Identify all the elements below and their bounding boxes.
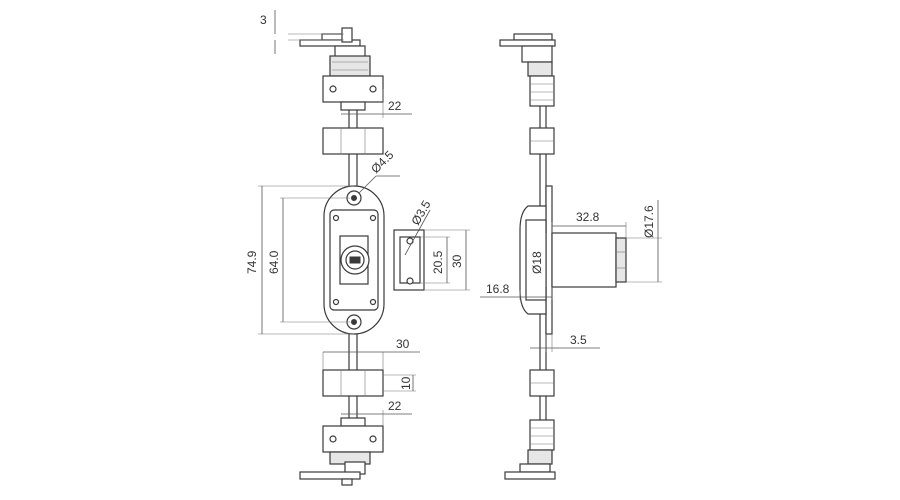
side-cylinder xyxy=(551,232,627,288)
side-view: 32.8 Ø17.6 Ø18 16.8 3.5 xyxy=(480,33,662,480)
front-keeper xyxy=(393,229,425,291)
dim-housing-dia-label: Ø18 xyxy=(530,251,544,274)
front-guide-3 xyxy=(322,369,384,397)
dim-guide-length: 30 xyxy=(322,337,420,370)
dim-guide-height-label: 10 xyxy=(399,376,413,390)
dim-guide-width-bottom-label: 22 xyxy=(388,399,402,413)
dim-guide-width-top-label: 22 xyxy=(388,99,402,113)
dim-projection-label: 16.8 xyxy=(486,282,510,296)
dim-body-height-label: 64.0 xyxy=(267,250,281,274)
side-guide-2 xyxy=(529,127,555,155)
dim-overall-height: 74.9 xyxy=(245,185,354,335)
dim-cylinder-length: 32.8 xyxy=(551,210,627,238)
dim-cylinder-dia-label: Ø17.6 xyxy=(642,205,656,238)
side-bottom-guide xyxy=(529,419,555,451)
dim-plate-thickness: 3.5 xyxy=(530,333,600,352)
side-top-handle xyxy=(499,33,556,77)
dim-overall-height-label: 74.9 xyxy=(245,250,259,274)
side-top-guide xyxy=(529,75,555,107)
dim-keeper-inner-label: 20.5 xyxy=(431,250,445,274)
dim-keeper-inner: 20.5 xyxy=(420,236,450,284)
dim-top-gap: 3 xyxy=(260,10,344,54)
front-top-guide xyxy=(322,75,384,111)
dim-housing-dia: Ø18 xyxy=(530,233,547,287)
dim-guide-height: 10 xyxy=(383,374,416,392)
dim-projection: 16.8 xyxy=(480,282,553,300)
dim-top-gap-label: 3 xyxy=(260,13,267,27)
front-top-handle xyxy=(299,27,371,77)
front-bottom-guide xyxy=(322,417,384,453)
side-housing xyxy=(519,185,553,335)
dim-keeper-outer-label: 30 xyxy=(450,254,464,268)
dim-cylinder-dia: Ø17.6 xyxy=(626,200,662,283)
front-guide-2 xyxy=(322,127,384,155)
dim-plate-thickness-label: 3.5 xyxy=(570,333,587,347)
dim-guide-width-top: 22 xyxy=(341,89,412,118)
dim-screw-dia-label: Ø3.5 xyxy=(408,198,433,228)
side-bottom-handle xyxy=(504,449,556,480)
dim-keeper-outer: 30 xyxy=(424,229,470,291)
dim-guide-width-bottom: 22 xyxy=(341,399,412,426)
front-lock-body xyxy=(323,185,385,335)
front-view: 3 22 Ø4.5 Ø3.5 74.9 xyxy=(245,10,470,486)
dim-cylinder-length-label: 32.8 xyxy=(576,210,600,224)
side-guide-3 xyxy=(529,369,555,397)
dim-body-height: 64.0 xyxy=(267,197,350,323)
dim-guide-length-label: 30 xyxy=(396,337,410,351)
front-bottom-handle xyxy=(299,451,371,486)
